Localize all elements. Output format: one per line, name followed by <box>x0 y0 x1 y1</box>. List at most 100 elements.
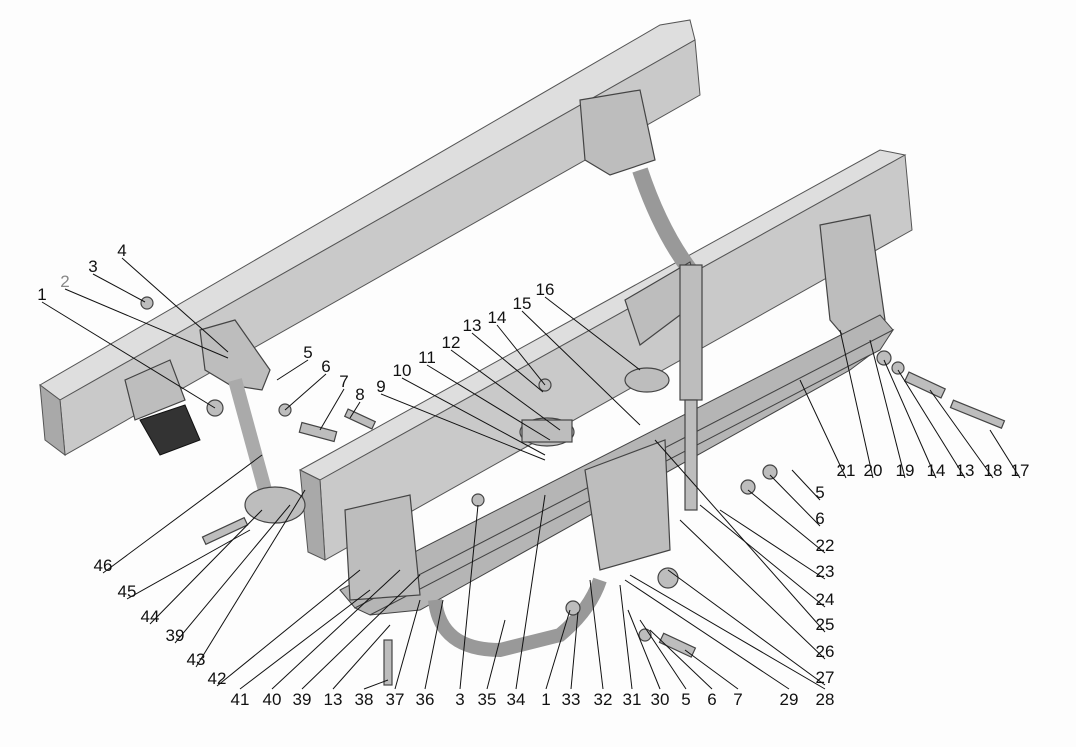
leader-line <box>897 369 966 479</box>
right-frame-rail <box>298 149 913 561</box>
leader-line <box>883 359 937 479</box>
callout-label: 12 <box>442 333 461 352</box>
leader-line <box>791 469 821 501</box>
leader-line <box>195 489 306 668</box>
leader-line <box>769 474 821 527</box>
callout-label: 11 <box>418 348 436 367</box>
leader-line <box>627 609 661 690</box>
callout-label: 20 <box>864 461 883 480</box>
callout-label: 8 <box>355 385 364 404</box>
callout-label: 13 <box>956 461 975 480</box>
leader-line <box>394 599 421 690</box>
u-bolt-clamp <box>344 439 671 601</box>
callout-label: 3 <box>88 257 97 276</box>
callout-label: 19 <box>896 461 915 480</box>
callout-label: 7 <box>733 690 742 709</box>
leader-line <box>271 569 401 690</box>
callout-label: 10 <box>393 361 412 380</box>
callout-label: 1 <box>37 285 46 304</box>
callout-label: 26 <box>816 642 835 661</box>
callout-label: 38 <box>355 690 374 709</box>
callout-label: 43 <box>187 650 206 669</box>
leader-line <box>515 494 546 690</box>
callout-label: 24 <box>816 590 835 609</box>
callout-label: 4 <box>117 241 126 260</box>
leader-line <box>654 439 826 633</box>
leader-line <box>41 301 216 409</box>
leader-line <box>424 599 444 690</box>
leader-line <box>989 429 1021 479</box>
leader-line <box>363 679 389 690</box>
leader-line <box>544 296 641 371</box>
leader-line <box>332 624 391 690</box>
leader-line <box>349 401 361 419</box>
callout-label: 5 <box>815 483 824 502</box>
leader-line <box>450 349 561 431</box>
callout-label: 45 <box>118 582 137 601</box>
callout-label: 22 <box>816 536 835 555</box>
callout-label: 21 <box>837 461 856 480</box>
leader-line <box>545 609 571 690</box>
leader-line <box>629 574 826 690</box>
leader-line <box>92 273 146 303</box>
leader-line <box>239 589 371 690</box>
leader-line <box>639 619 687 690</box>
callout-label: 16 <box>536 280 555 299</box>
leader-line <box>126 529 251 600</box>
callout-label: 9 <box>376 377 385 396</box>
callout-label: 14 <box>927 461 946 480</box>
callout-label: 13 <box>463 316 482 335</box>
leader-line <box>619 584 633 690</box>
callout-label: 37 <box>386 690 405 709</box>
leader-line <box>624 579 790 690</box>
leader-line <box>401 377 546 456</box>
leader-line <box>839 329 874 479</box>
callout-label: 40 <box>263 690 282 709</box>
callout-label: 18 <box>984 461 1003 480</box>
callout-label: 27 <box>816 668 835 687</box>
callout-label: 13 <box>324 690 343 709</box>
leader-line <box>149 509 263 625</box>
callout-label: 34 <box>507 690 526 709</box>
callout-label: 17 <box>1011 461 1030 480</box>
bump-stops <box>519 367 670 447</box>
leader-line <box>570 611 579 690</box>
leader-line <box>649 629 713 690</box>
callout-label: 42 <box>208 669 227 688</box>
leader-line <box>667 569 826 686</box>
callout-label: 29 <box>780 690 799 709</box>
callout-label: 2 <box>60 272 69 291</box>
front-spring-bracket <box>124 319 271 456</box>
callout-label: 46 <box>94 556 113 575</box>
callout-label: 25 <box>816 615 835 634</box>
callout-label: 23 <box>816 562 835 581</box>
leader-line <box>679 519 826 660</box>
leader-line <box>276 359 309 381</box>
leader-line <box>380 393 546 461</box>
callout-label: 39 <box>293 690 312 709</box>
leader-line <box>699 504 826 608</box>
callout-label: 44 <box>141 607 160 626</box>
leader-line <box>216 569 361 687</box>
leader-line <box>929 389 994 479</box>
callout-label: 35 <box>478 690 497 709</box>
callout-label: 6 <box>321 357 330 376</box>
callout-label: 15 <box>513 294 532 313</box>
callout-label: 39 <box>166 626 185 645</box>
callout-label: 32 <box>594 690 613 709</box>
callout-label: 6 <box>815 509 824 528</box>
callout-label: 1 <box>541 690 550 709</box>
leader-line <box>486 619 506 690</box>
shock-absorber <box>679 264 703 511</box>
callout-label: 3 <box>455 690 464 709</box>
leader-line <box>301 574 421 690</box>
callout-label: 5 <box>303 343 312 362</box>
leader-line <box>459 504 479 690</box>
leader-line <box>521 310 641 426</box>
leader-line <box>284 373 327 411</box>
leader-line <box>747 489 826 554</box>
leader-line <box>426 364 551 441</box>
leader-line <box>496 324 546 386</box>
callout-label: 30 <box>651 690 670 709</box>
